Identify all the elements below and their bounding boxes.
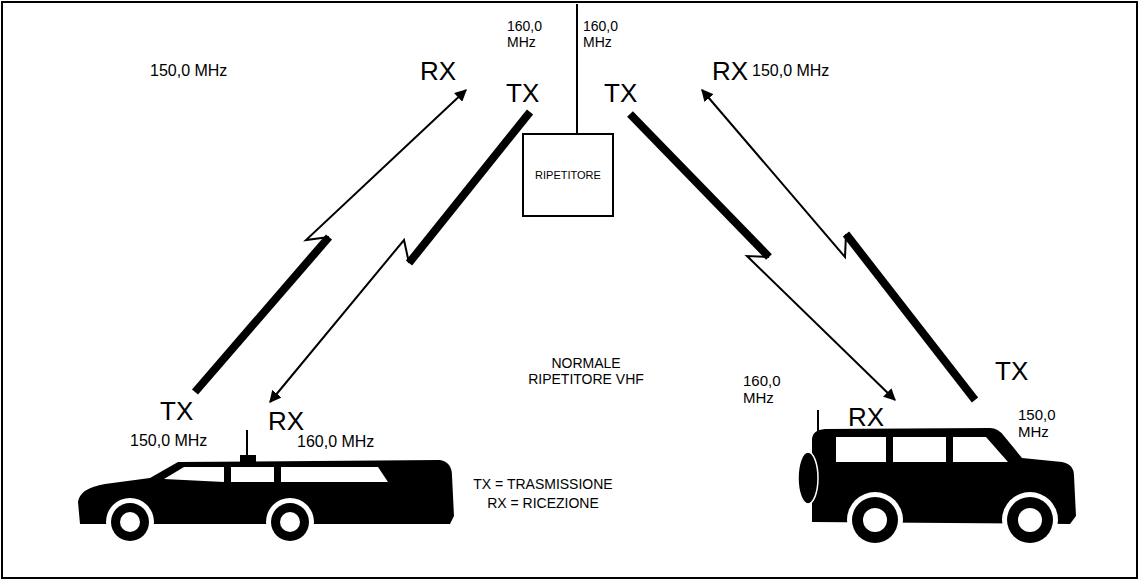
frequency-label: 150,0 MHz [130,432,207,450]
signal-label: TX [160,398,193,424]
repeater-box: RIPETITORE [522,133,614,217]
signal-bolt-thin [702,90,846,257]
legend-note: TX = TRASMISSIONE [448,476,638,492]
wheel-arch [1002,492,1058,548]
signal-bolt-thick [409,112,530,263]
frequency-label: 160,0 MHz [297,433,374,451]
car-window [836,437,886,462]
wheel-arch [106,498,154,546]
car-window [281,467,388,482]
frequency-label: 160,0 MHz [583,18,627,50]
spare-tire [798,452,818,504]
wheel-hub [280,512,300,532]
signal-label: RX [268,408,304,434]
antenna-mast [576,4,578,134]
signal-label: RX [848,404,884,430]
signal-label: TX [604,80,637,106]
wheel [852,497,898,543]
frequency-label: 160,0 MHz [743,372,791,407]
wheel-hub [1018,508,1042,532]
signal-bolt-thin [270,240,409,402]
roof-box [240,455,256,462]
car-window [893,437,946,462]
wheel-hub [120,512,140,532]
wheel [1007,497,1053,543]
text-stack: RIPETITORE [535,169,601,181]
car-window [164,467,224,482]
wheel [111,503,149,541]
frequency-label: 150,0 MHz [150,62,227,80]
frequency-label: 150,0 MHz [752,62,829,80]
caption-note: NORMALE RIPETITORE VHF [521,355,651,387]
wheel [271,503,309,541]
signal-label: TX [506,80,539,106]
wheel-arch [847,492,903,548]
wheel-hub [863,508,887,532]
signal-bolt-thick [630,114,769,257]
car-window [231,467,274,482]
legend-note: RX = RICEZIONE [448,495,638,511]
car-window [953,437,1008,462]
signal-label: RX [712,58,748,84]
frequency-label: 160,0 MHz [507,18,551,50]
signal-bolt-thick [846,234,975,400]
box-text: RIPETITORE [535,169,601,181]
signal-bolt-thick [195,237,329,392]
wheel-arch [266,498,314,546]
car-wagon [78,430,454,546]
signal-label: TX [995,358,1028,384]
frequency-label: 150,0 MHz [1018,406,1068,441]
signal-label: RX [420,58,456,84]
